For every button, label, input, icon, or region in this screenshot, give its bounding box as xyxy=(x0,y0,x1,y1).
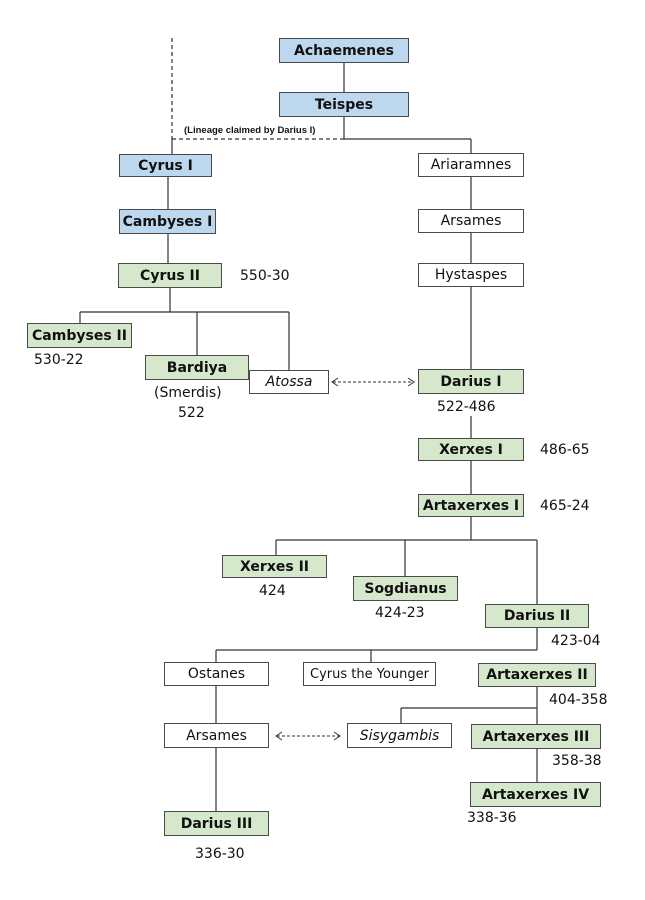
node-cyrus-i: Cyrus I xyxy=(119,154,212,177)
reign-artaxerxes-ii: 404-358 xyxy=(549,692,608,708)
reign-cambyses-ii: 530-22 xyxy=(34,352,84,368)
reign-sogdianus: 424-23 xyxy=(375,605,425,621)
reign-artaxerxes-iii: 358-38 xyxy=(552,753,602,769)
node-sogdianus: Sogdianus xyxy=(353,576,458,601)
node-arsames-2: Arsames xyxy=(164,723,269,748)
arrowhead-icon xyxy=(407,377,415,387)
reign-darius-iii: 336-30 xyxy=(195,846,245,862)
node-darius-ii: Darius II xyxy=(485,604,589,628)
reign-xerxes-i: 486-65 xyxy=(540,442,590,458)
node-darius-iii: Darius III xyxy=(164,811,269,836)
node-sisygambis: Sisygambis xyxy=(347,723,452,748)
arrowhead-icon xyxy=(333,731,341,741)
reign-darius-ii: 423-04 xyxy=(551,633,601,649)
node-arsames-1: Arsames xyxy=(418,209,524,233)
reign-bardiya: 522 xyxy=(178,405,205,421)
node-artaxerxes-ii: Artaxerxes II xyxy=(478,663,596,687)
reign-cyrus-ii: 550-30 xyxy=(240,268,290,284)
node-darius-i: Darius I xyxy=(418,369,524,394)
node-hystaspes: Hystaspes xyxy=(418,263,524,287)
node-ariaramnes: Ariaramnes xyxy=(418,153,524,177)
reign-artaxerxes-i: 465-24 xyxy=(540,498,590,514)
node-cyrus-ii: Cyrus II xyxy=(118,263,222,288)
reign-darius-i: 522-486 xyxy=(437,399,496,415)
node-bardiya: Bardiya xyxy=(145,355,249,380)
lineage-note: (Lineage claimed by Darius I) xyxy=(184,125,316,136)
node-xerxes-i: Xerxes I xyxy=(418,438,524,461)
node-artaxerxes-i: Artaxerxes I xyxy=(418,494,524,517)
node-teispes: Teispes xyxy=(279,92,409,117)
bardiya-alias: (Smerdis) xyxy=(154,385,222,401)
node-atossa: Atossa xyxy=(249,370,329,394)
node-cambyses-ii: Cambyses II xyxy=(27,323,132,348)
arrowhead-icon xyxy=(331,377,339,387)
node-achaemenes: Achaemenes xyxy=(279,38,409,63)
node-cyrus-the-younger: Cyrus the Younger xyxy=(303,662,436,686)
node-artaxerxes-iv: Artaxerxes IV xyxy=(470,782,601,807)
arrowhead-icon xyxy=(275,731,283,741)
reign-xerxes-ii: 424 xyxy=(259,583,286,599)
reign-artaxerxes-iv: 338-36 xyxy=(467,810,517,826)
node-ostanes: Ostanes xyxy=(164,662,269,686)
node-cambyses-i: Cambyses I xyxy=(119,209,216,234)
node-xerxes-ii: Xerxes II xyxy=(222,555,327,578)
node-artaxerxes-iii: Artaxerxes III xyxy=(471,724,601,749)
